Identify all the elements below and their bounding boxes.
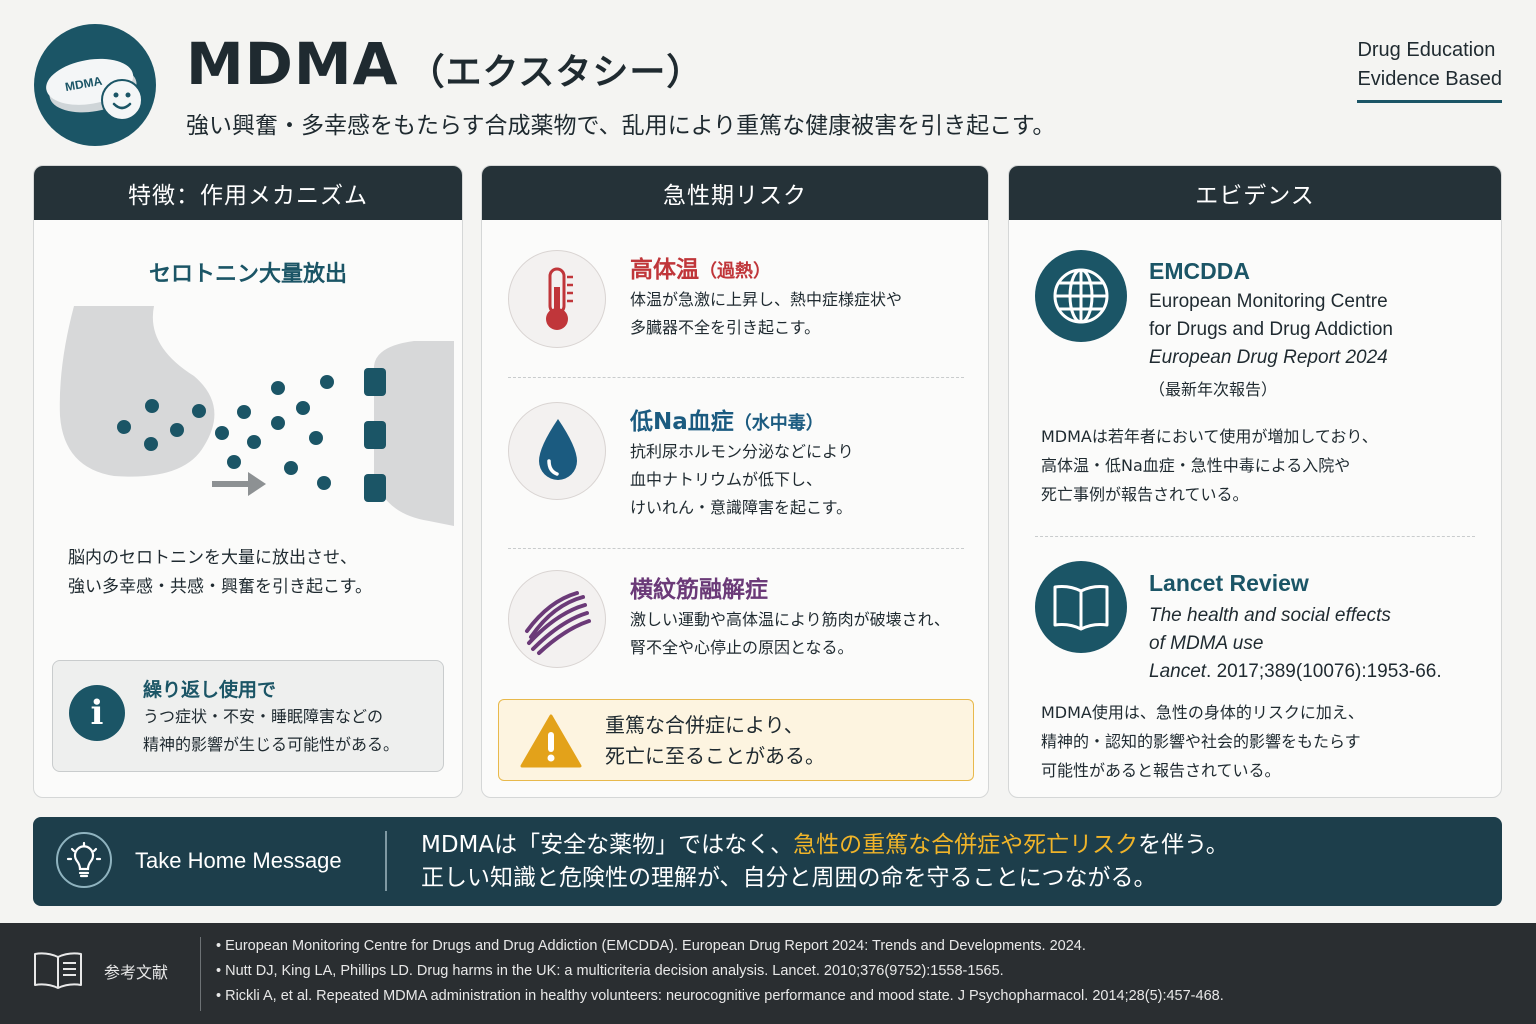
mechanism-title: セロトニン大量放出 <box>148 262 347 287</box>
header: MDMA MDMA（エクスタシー） 強い興奮・多幸感をもたらす合成薬物で、乱用に… <box>0 0 1536 160</box>
risk-line: けいれん・意識障害を起こす。 <box>630 498 853 517</box>
acute-risk-heading: 急性期リスク <box>482 166 988 220</box>
mdma-pill-logo-icon: MDMA <box>34 24 156 146</box>
reference-item: • Nutt DJ, King LA, Phillips LD. Drug ha… <box>216 963 1004 979</box>
risk-text-hyponatremia: 抗利尿ホルモン分泌などにより 血中ナトリウムが低下し、 けいれん・意識障害を起こ… <box>630 438 854 522</box>
mechanism-card: 特徴：作用メカニズム セロトニン大量放出 脳内のセロトニンを大量に放出させ、 強… <box>33 165 463 798</box>
divider <box>508 377 964 378</box>
risk-title-hyperthermia: 高体温（過熱） <box>630 250 771 284</box>
page-title: MDMA（エクスタシー） <box>186 30 703 98</box>
warning-triangle-icon <box>520 714 582 768</box>
risk-title-text: 高体温 <box>630 257 699 283</box>
take-home-line-2: 正しい知識と危険性の理解が、自分と周囲の命を守ることにつながる。 <box>421 865 1157 891</box>
risk-line: 激しい運動や高体温により筋肉が破壊され、 <box>630 610 950 629</box>
note-title: 繰り返し使用で <box>143 679 277 701</box>
risk-title-paren: （水中毒） <box>733 413 824 434</box>
risk-item-hyponatremia: 低Na血症（水中毒） 抗利尿ホルモン分泌などにより 血中ナトリウムが低下し、 け… <box>506 402 966 532</box>
note-line-2: 精神的影響が生じる可能性がある。 <box>143 735 400 754</box>
mechanism-text-2: 強い多幸感・共感・興奮を引き起こす。 <box>68 577 372 597</box>
thermometer-icon <box>508 250 606 348</box>
globe-icon <box>1035 250 1127 342</box>
lancet-summary: MDMA使用は、急性の身体的リスクに加え、 精神的・認知的影響や社会的影響をもた… <box>1041 698 1364 785</box>
emcdda-line-1: European Monitoring Centre <box>1149 291 1388 312</box>
note-line-1: うつ症状・不安・睡眠障害などの <box>143 707 384 726</box>
risk-title-rhabdomyolysis: 横紋筋融解症 <box>630 577 768 603</box>
risk-line: 抗利尿ホルモン分泌などにより <box>630 442 854 461</box>
lancet-summary-1: MDMA使用は、急性の身体的リスクに加え、 <box>1041 703 1364 722</box>
warning-line-1: 重篤な合併症により、 <box>605 713 804 737</box>
water-drop-icon <box>508 402 606 500</box>
open-book-icon <box>34 952 82 989</box>
page-subtitle: 強い興奮・多幸感をもたらす合成薬物で、乱用により重篤な健康被害を引き起こす。 <box>186 113 1056 139</box>
divider <box>508 548 964 549</box>
note-text: うつ症状・不安・睡眠障害などの 精神的影響が生じる可能性がある。 <box>143 703 399 759</box>
mechanism-text-1: 脳内のセロトニンを大量に放出させ、 <box>68 548 357 568</box>
take-home-line-1: MDMAは「安全な薬物」ではなく、急性の重篤な合併症や死亡リスクを伴う。 <box>421 829 1229 862</box>
mechanism-heading: 特徴：作用メカニズム <box>34 166 462 220</box>
title-sub: （エクスタシー） <box>408 52 704 93</box>
references-footer: 参考文献 • European Monitoring Centre for Dr… <box>0 923 1536 1024</box>
separator <box>200 937 201 1011</box>
logo-text: MDMA <box>64 74 104 94</box>
thm-highlight: 急性の重篤な合併症や死亡リスク <box>793 832 1139 858</box>
take-home-banner: Take Home Message MDMAは「安全な薬物」ではなく、急性の重篤… <box>33 817 1502 906</box>
emcdda-summary-2: 高体温・低Na血症・急性中毒による入院や <box>1041 456 1351 475</box>
emcdda-summary: MDMAは若年者において使用が増加しており、 高体温・低Na血症・急性中毒による… <box>1041 422 1378 509</box>
lancet-volume: . 2017;389(10076):1953-66. <box>1206 661 1442 682</box>
info-icon: i <box>69 685 125 741</box>
risk-line: 腎不全や心停止の原因となる。 <box>630 638 854 657</box>
reference-item: • Rickli A, et al. Repeated MDMA adminis… <box>216 988 1224 1004</box>
lightbulb-icon <box>55 831 113 889</box>
take-home-label: Take Home Message <box>135 848 342 873</box>
risk-text-hyperthermia: 体温が急激に上昇し、熱中症様症状や 多臓器不全を引き起こす。 <box>630 286 902 342</box>
emcdda-summary-1: MDMAは若年者において使用が増加しており、 <box>1041 427 1378 446</box>
reference-list: • European Monitoring Centre for Drugs a… <box>216 934 1224 1009</box>
emcdda-line-2: for Drugs and Drug Addiction <box>1149 319 1393 340</box>
emcdda-summary-3: 死亡事例が報告されている。 <box>1041 485 1249 504</box>
risk-line: 体温が急激に上昇し、熱中症様症状や <box>630 290 903 309</box>
repeat-use-note: i 繰り返し使用で うつ症状・不安・睡眠障害などの 精神的影響が生じる可能性があ… <box>52 660 444 772</box>
emcdda-report: European Drug Report 2024 <box>1149 347 1388 368</box>
risk-text-rhabdomyolysis: 激しい運動や高体温により筋肉が破壊され、 腎不全や心停止の原因となる。 <box>630 606 950 662</box>
risk-line: 血中ナトリウムが低下し、 <box>630 470 823 489</box>
risk-title-hyponatremia: 低Na血症（水中毒） <box>630 402 824 436</box>
warning-line-2: 死亡に至ることがある。 <box>605 744 825 768</box>
risk-item-hyperthermia: 高体温（過熱） 体温が急激に上昇し、熱中症様症状や 多臓器不全を引き起こす。 <box>506 250 966 360</box>
thm-part-b: を伴う。 <box>1138 832 1229 858</box>
separator <box>385 831 387 891</box>
references-title: 参考文献 <box>104 963 169 982</box>
mechanism-description: 脳内のセロトニンを大量に放出させ、 強い多幸感・共感・興奮を引き起こす。 <box>68 544 372 602</box>
fatal-warning-box: 重篤な合併症により、 死亡に至ることがある。 <box>498 699 974 781</box>
thm-part-a: MDMAは「安全な薬物」ではなく、 <box>421 832 794 858</box>
lancet-citation: Lancet. 2017;389(10076):1953-66. <box>1149 658 1442 686</box>
tagline-line-1: Drug Education <box>1357 39 1496 61</box>
acute-risk-card: 急性期リスク 高体温（過熱） 体温が急激に上昇し、熱中症様症状や 多臓器不全を引… <box>481 165 989 798</box>
risk-line: 多臓器不全を引き起こす。 <box>630 318 821 337</box>
emcdda-title: EMCDDA <box>1149 258 1250 284</box>
evidence-heading: エビデンス <box>1009 166 1501 220</box>
take-home-message: MDMAは「安全な薬物」ではなく、急性の重篤な合併症や死亡リスクを伴う。 正しい… <box>421 829 1229 895</box>
risk-title-text: 低Na血症 <box>630 409 734 435</box>
reference-item: • European Monitoring Centre for Drugs a… <box>216 938 1086 954</box>
lancet-journal: Lancet <box>1149 661 1207 682</box>
title-main: MDMA <box>186 30 399 98</box>
lancet-line-2: of MDMA use <box>1149 633 1264 654</box>
synapse-illustration-icon <box>59 306 454 526</box>
lancet-line-1: The health and social effects <box>1149 605 1391 626</box>
risk-item-rhabdomyolysis: 横紋筋融解症 激しい運動や高体温により筋肉が破壊され、 腎不全や心停止の原因とな… <box>506 570 966 680</box>
book-icon <box>1035 561 1127 653</box>
risk-title-paren: （過熱） <box>699 261 771 282</box>
warning-text: 重篤な合併症により、 死亡に至ることがある。 <box>605 710 825 772</box>
lancet-title: Lancet Review <box>1149 570 1309 596</box>
tagline: Drug Education Evidence Based <box>1357 36 1502 103</box>
tagline-line-2: Evidence Based <box>1357 68 1502 90</box>
divider <box>1035 536 1475 537</box>
lancet-summary-3: 可能性があると報告されている。 <box>1041 761 1281 780</box>
emcdda-details: European Monitoring Centre for Drugs and… <box>1149 288 1393 404</box>
emcdda-note: （最新年次報告） <box>1149 380 1278 399</box>
evidence-card: エビデンス EMCDDA European Monitoring Centre … <box>1008 165 1502 798</box>
muscle-fiber-icon <box>508 570 606 668</box>
lancet-details: The health and social effects of MDMA us… <box>1149 602 1442 686</box>
lancet-summary-2: 精神的・認知的影響や社会的影響をもたらす <box>1041 732 1361 751</box>
